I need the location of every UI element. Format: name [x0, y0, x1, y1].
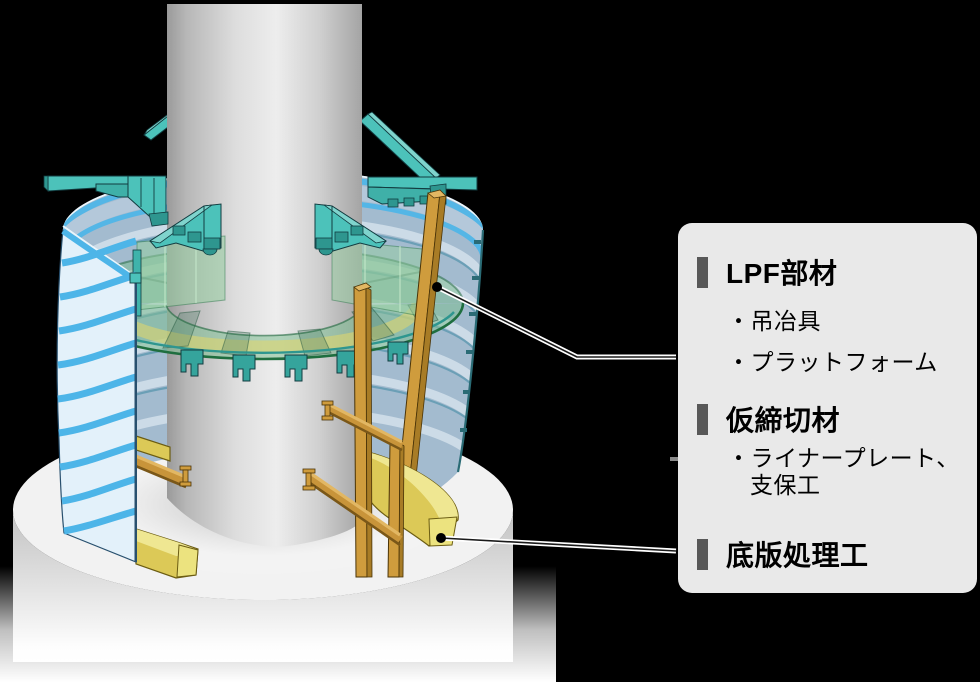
legend-header-label: 底版処理工 — [726, 540, 869, 571]
liner-cut-edge-notches — [460, 240, 481, 432]
legend-item-liner-plate: ・ライナープレート、 支保工 — [727, 445, 960, 499]
callout-dot-bottom — [436, 533, 446, 543]
leader-stub — [670, 457, 683, 461]
center-column — [167, 4, 362, 547]
callout-dot-platform — [432, 282, 442, 292]
leader-line-bottom — [440, 535, 677, 554]
legend-bar-icon — [697, 403, 708, 435]
platform-entry-edge — [165, 304, 364, 337]
bottom-ring-left — [135, 528, 199, 579]
hanging-jig-front-right — [314, 203, 388, 256]
hanging-jig-right-arm — [367, 176, 478, 208]
liner-cut-edge-right — [456, 229, 485, 473]
legend-item-platform: ・プラットフォーム — [727, 343, 938, 377]
legend-item-bottom-slab: 底版処理工 — [678, 534, 869, 574]
brace-beam-lower — [302, 468, 403, 547]
legend-item-jig: ・吊冶具 — [727, 302, 821, 336]
support-post-c — [387, 442, 405, 578]
legend-header-label: LPF部材 — [726, 258, 838, 289]
legend-item-lpf: LPF部材 — [678, 252, 837, 292]
hanging-jig-front-left — [148, 203, 222, 256]
hanging-jig-left-arm — [43, 175, 169, 227]
liner-exterior-panel — [56, 225, 142, 563]
panel-cut-cap — [129, 272, 142, 284]
legend-bar-icon — [697, 538, 708, 570]
legend-bullet-label: ・ライナープレート、 支保工 — [727, 445, 960, 498]
legend-bar-icon — [697, 256, 708, 288]
brace-beam-upper — [321, 400, 404, 452]
legend-item-cofferdam: 仮締切材 — [678, 399, 840, 439]
leader-line-platform — [435, 284, 676, 360]
legend-bullet-label-line2: 支保工 — [750, 472, 821, 498]
legend-header-label: 仮締切材 — [726, 405, 841, 436]
legend-bullet-label: ・プラットフォーム — [727, 349, 938, 375]
legend-panel: LPF部材 ・吊冶具 ・プラットフォーム 仮締切材 ・ライナープレート、 支保工… — [678, 223, 977, 593]
legend-bullet-label: ・吊冶具 — [727, 308, 821, 334]
